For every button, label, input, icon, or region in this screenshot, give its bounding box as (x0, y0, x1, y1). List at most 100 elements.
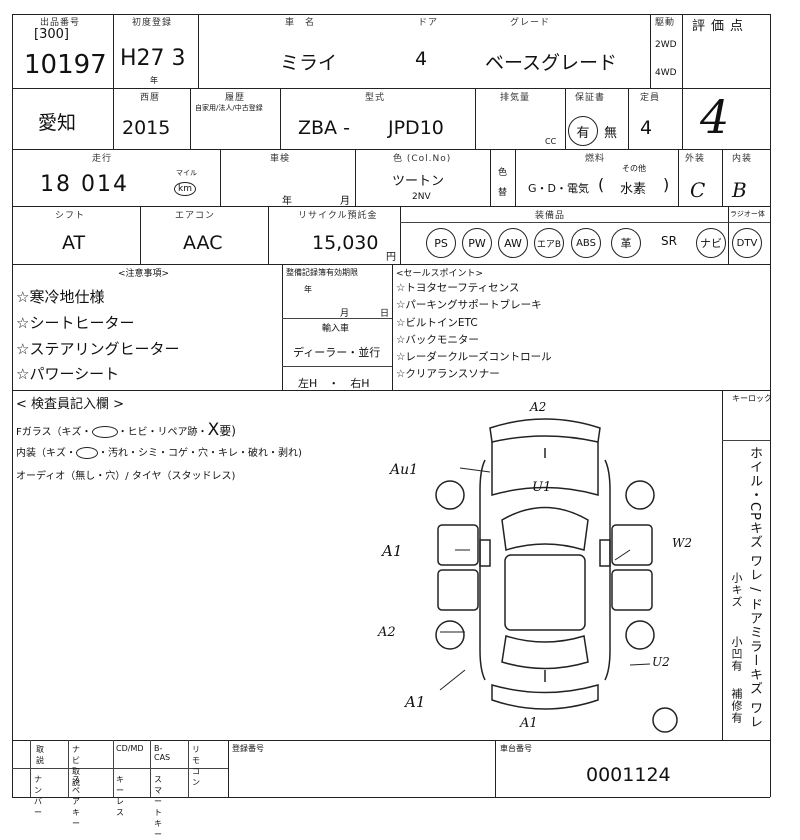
side-sub-3: 補修有 (730, 688, 743, 724)
footer-label: ナビ取説 (72, 745, 80, 787)
model-name-label: 車 名 (285, 18, 316, 28)
keylock-label: キーロック (732, 394, 772, 403)
inspection-line-audio: オーディオ（無し・穴）/ タイヤ（スタッドレス) (16, 471, 236, 482)
first-reg-value: H27 3 (120, 46, 186, 71)
recycle-label: リサイクル預託金 (298, 211, 378, 221)
interior-circle-mark (76, 447, 98, 459)
mileage-mile: マイル (176, 169, 197, 177)
mark-a1-bottom: A1 (520, 716, 538, 731)
sales-point: ☆クリアランスソナー (396, 368, 500, 381)
lot-bracket: [300] (34, 27, 69, 42)
chassis-label: 車台番号 (500, 744, 532, 753)
displacement-label: 排気量 (500, 93, 531, 103)
sales-label: <セールスポイント> (396, 269, 484, 279)
score-value: 4 (700, 90, 730, 144)
first-reg-unit: 年 (150, 76, 158, 85)
first-reg-label: 初度登録 (132, 18, 173, 28)
color-value: ツートン (392, 174, 445, 189)
manual-month: 月 (340, 309, 350, 319)
recycle-unit: 円 (386, 252, 396, 263)
sales-point: ☆パーキングサポートブレーキ (396, 299, 542, 312)
grade-value: ベースグレード (485, 52, 618, 74)
equip-dtv: DTV (732, 228, 762, 258)
equipment-label: 装備品 (535, 211, 566, 221)
manual-label: 整備記録簿有効期限 (286, 268, 358, 277)
equip-sr: SR (661, 234, 677, 248)
model-name: ミライ (280, 52, 338, 74)
ext-grade: C (690, 178, 706, 202)
note-item-4: ☆パワーシート (16, 365, 120, 383)
radio-label: ラジオー体 (730, 210, 765, 218)
model-code-main: JPD10 (388, 117, 444, 139)
lot-label: 出品番号 (40, 18, 81, 28)
footer-label: B-CAS (154, 744, 171, 762)
steering-side: 左H ・ 右H (298, 377, 370, 390)
mark-au1: Au1 (390, 462, 419, 478)
ext-label: 外装 (685, 154, 706, 164)
sales-point: ☆ビルトインETC (396, 316, 478, 329)
equipment-list: PS PW AW エアB ABS 革 SR ナビ DTV (426, 228, 766, 260)
manual-year: 年 (304, 285, 312, 294)
footer-label: スペアキー (72, 775, 80, 828)
sales-point: ☆トヨタセーフティセンス (396, 282, 520, 294)
note-item-3: ☆ステアリングヒーター (16, 340, 180, 358)
int-label: 内装 (732, 154, 753, 164)
car-diagram (435, 418, 678, 733)
inspection-title: < 検査員記入欄 > (16, 397, 125, 412)
recycle-value: 15,030 (312, 232, 379, 254)
equip-navi: ナビ (696, 228, 726, 258)
mileage-value: 18 014 (40, 172, 129, 197)
color-change-a: 色 (498, 168, 508, 178)
footer-label: ナンバー (34, 775, 42, 817)
chassis-number: 0001124 (586, 764, 671, 786)
equip-leather: 革 (611, 228, 641, 258)
inspection-line-interior: 内装（キズ・・汚れ・シミ・コゲ・穴・キレ・破れ・剥れ) (16, 447, 302, 459)
footer-label: スマートキー (154, 775, 162, 839)
mark-a1-bottom-left: A1 (405, 693, 426, 711)
lot-number: 10197 (24, 50, 107, 80)
displacement-unit: CC (545, 137, 557, 146)
manual-day: 日 (380, 309, 390, 319)
fuel-options: G・D・電気 (528, 182, 589, 195)
import-value: ディーラー・並行 (293, 346, 381, 359)
footer-label: リモコン (192, 745, 200, 787)
drive-2wd: 2WD (655, 40, 677, 50)
drive-label: 駆動 (655, 18, 676, 28)
shaken-year: 年 (282, 196, 292, 207)
side-note: ホイル・CPキズ ワレ / ドアミラーキズ ワレ (747, 446, 762, 729)
note-item-1: ☆寒冷地仕様 (16, 288, 105, 306)
side-sub-2: 小凹有 (730, 636, 743, 672)
mark-a2-top: A2 (530, 400, 547, 414)
warranty-no: 無 (604, 126, 618, 141)
history-sub: 自家用/法人/中古登録 (195, 104, 263, 112)
capacity-value: 4 (640, 117, 653, 139)
equip-pw: PW (462, 228, 492, 258)
inspection-line-glass: Fガラス（キズ・・ヒビ・リペア跡・X要) (16, 420, 236, 440)
footer-label: キーレス (116, 775, 124, 817)
int-grade: B (732, 178, 747, 202)
sales-point: ☆レーダークルーズコントロール (396, 351, 552, 364)
mark-w2: W2 (672, 536, 692, 550)
side-sub-1: 小キズ (730, 572, 743, 608)
sales-points: ☆トヨタセーフティセンス ☆パーキングサポートブレーキ ☆ビルトインETC ☆バ… (396, 280, 552, 384)
mileage-label: 走行 (92, 154, 113, 164)
ac-value: AAC (183, 232, 223, 254)
shift-label: シフト (55, 211, 86, 221)
notes-label: <注意事項> (118, 269, 170, 279)
equip-aw: AW (498, 228, 528, 258)
mark-a2-left: A2 (378, 625, 396, 640)
history-label: 履歴 (225, 93, 246, 103)
fuel-label: 燃料 (585, 154, 606, 164)
shaken-label: 車検 (270, 154, 291, 164)
fuel-other-label: その他 (622, 164, 646, 173)
import-label: 輸入車 (322, 324, 350, 334)
door-count: 4 (415, 48, 428, 70)
model-code-label: 型式 (365, 93, 386, 103)
score-label: 評価点 (692, 19, 750, 34)
note-item-2: ☆シートヒーター (16, 314, 135, 332)
equip-abs: ABS (571, 228, 601, 258)
equip-airbag: エアB (534, 228, 564, 258)
sales-point: ☆バックモニター (396, 333, 479, 346)
warranty-label: 保証書 (575, 93, 606, 103)
ac-label: エアコン (175, 211, 216, 221)
